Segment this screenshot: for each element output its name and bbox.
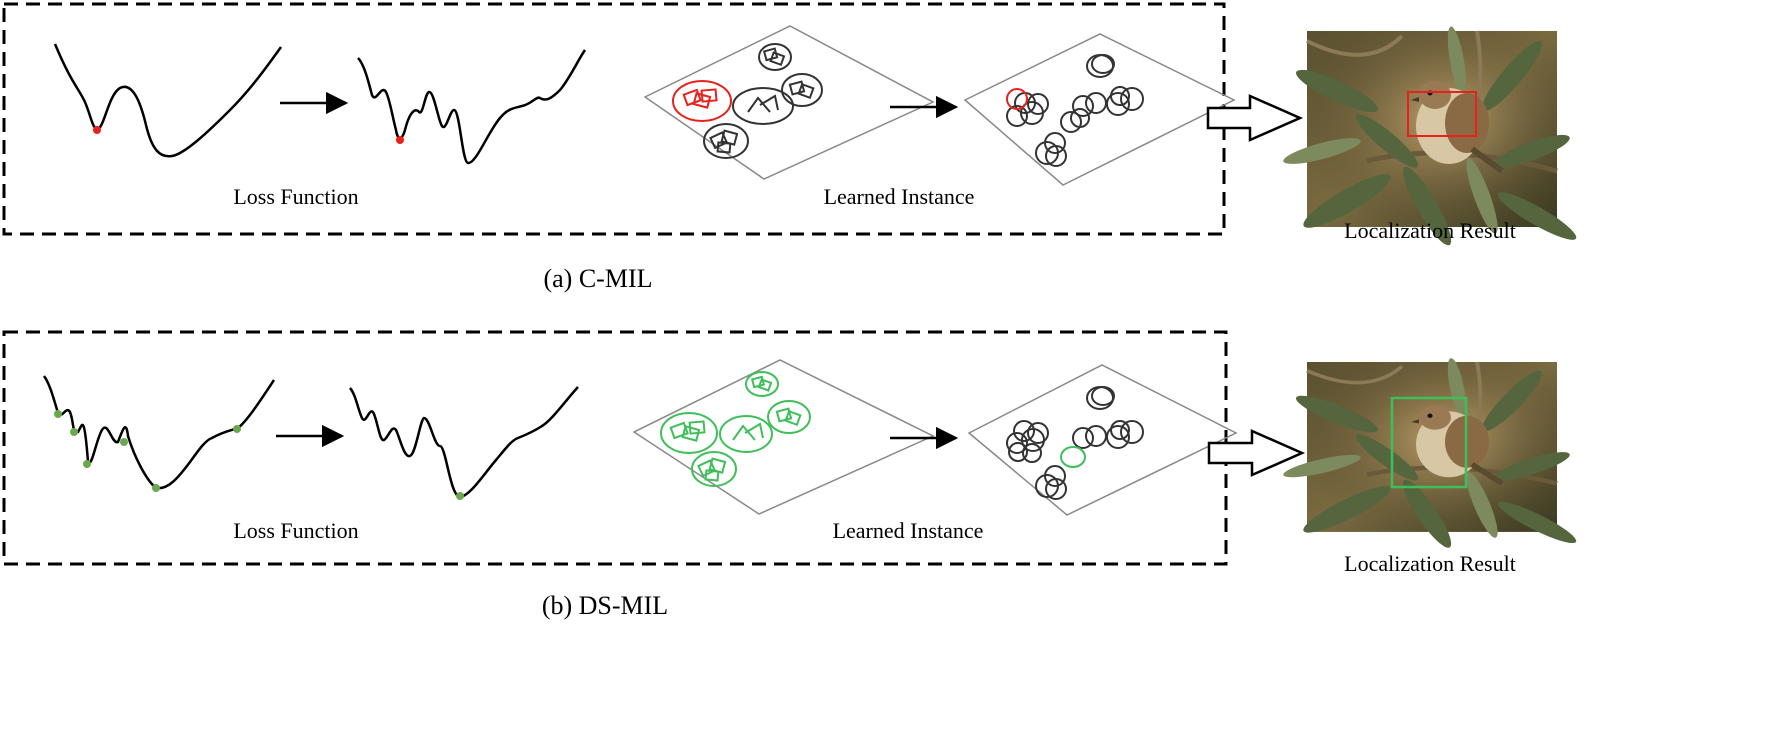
learned-instance-label: Learned Instance — [833, 518, 984, 543]
learned-instance-label: Learned Instance — [824, 184, 975, 209]
local-minimum-point — [396, 136, 404, 144]
loss-function-label: Loss Function — [233, 518, 358, 543]
instance-cluster — [781, 73, 823, 107]
loss-curve — [348, 386, 579, 499]
instance-plane — [967, 364, 1238, 516]
localization-box — [1407, 91, 1477, 137]
instance-plane — [643, 25, 935, 180]
bird-photo — [1281, 357, 1580, 552]
loss-curve — [53, 43, 283, 158]
hollow-arrow-icon — [1207, 429, 1306, 477]
panel-c-mil: Loss Function Learned Instance Localizat… — [2, 2, 1580, 293]
instance-plane — [632, 359, 935, 515]
dashed-frame — [2, 2, 1226, 236]
instance-cluster — [703, 123, 749, 159]
loss-curve — [42, 375, 276, 490]
local-minimum-points — [54, 410, 241, 492]
instance-cluster — [758, 43, 792, 71]
panel-caption: (a) C-MIL — [543, 264, 652, 293]
instance-cluster — [672, 80, 732, 122]
panel-caption: (b) DS-MIL — [542, 591, 668, 620]
localization-result-label: Localization Result — [1344, 551, 1516, 576]
selected-instance — [1060, 446, 1086, 468]
bird-photo — [1281, 25, 1580, 250]
panel-ds-mil: Loss Function Learned Instance Localizat… — [2, 330, 1580, 620]
instance-clusters — [660, 371, 811, 487]
local-minimum-point — [456, 492, 464, 500]
instance-cluster — [732, 87, 794, 125]
loss-function-label: Loss Function — [233, 184, 358, 209]
local-minimum-point — [93, 126, 101, 134]
localization-box — [1390, 396, 1468, 489]
instance-plane — [963, 33, 1236, 186]
dashed-frame — [2, 330, 1228, 566]
localization-result-label: Localization Result — [1344, 218, 1516, 243]
hollow-arrow-icon — [1206, 94, 1304, 142]
loss-curve — [357, 49, 587, 165]
selected-instance — [1006, 88, 1028, 110]
